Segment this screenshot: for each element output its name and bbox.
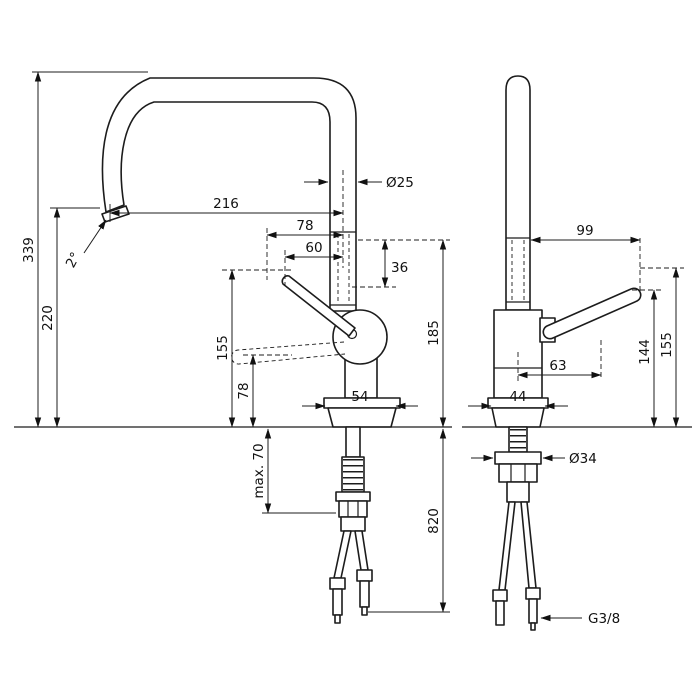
label-base-width: 54: [351, 389, 368, 405]
handle-lever-down-position: [231, 341, 346, 365]
label-counter-max: max. 70: [251, 443, 267, 498]
spout-u-pipe: [101, 77, 357, 312]
label-handle-end-height: 155: [215, 335, 231, 361]
dim-spout-angle-leader: [83, 219, 107, 254]
label-connection-thread: G3/8: [588, 611, 620, 627]
label-spout-reach: 216: [213, 196, 239, 212]
handle-lever: [281, 275, 356, 337]
hose-fitting-tip: [334, 614, 341, 624]
side-supply-hose: [520, 501, 537, 589]
side-hose-fitting-barrel: [528, 598, 538, 624]
side-hose-fitting-nut: [492, 589, 508, 602]
label-escutcheon-diameter: Ø34: [569, 451, 597, 467]
side-view-dimensions: 99 63 144 155 44 Ø34 G3/8: [468, 223, 684, 627]
label-hose-length: 820: [426, 508, 442, 534]
side-base-skirt: [491, 407, 545, 428]
side-hose-fitting-barrel: [495, 600, 505, 626]
label-handle-end-height-side: 155: [659, 332, 675, 358]
mounting-washer: [335, 491, 371, 502]
label-spout-diameter: Ø25: [386, 175, 414, 191]
side-supply-hose: [498, 501, 516, 591]
label-handle-length: 99: [576, 223, 593, 239]
supply-hose: [333, 530, 352, 579]
shank-rod: [345, 426, 361, 458]
supply-hose: [354, 530, 369, 571]
label-total-height: 339: [21, 237, 37, 263]
side-riser-pipe: [505, 75, 531, 311]
side-view-faucet: [462, 75, 692, 631]
side-hose-fitting-tip: [530, 622, 536, 631]
hose-fitting-barrel: [359, 580, 370, 608]
side-hose-manifold: [506, 481, 530, 503]
label-upper-section-height: 185: [426, 320, 442, 346]
front-view-dimensions: Ø25 216 78 60 36 339 220 155 78 185 54: [21, 71, 450, 613]
hose-fitting-nut: [356, 569, 373, 582]
label-riser-offset: 36: [391, 260, 408, 276]
label-handle-reach: 78: [296, 218, 313, 234]
front-view-faucet: [14, 77, 452, 624]
hose-manifold: [340, 516, 366, 532]
label-handle-reach-inner: 60: [305, 240, 322, 256]
label-spout-outlet-height: 220: [40, 305, 56, 331]
base-skirt: [327, 407, 397, 428]
hose-fitting-nut: [329, 577, 346, 590]
threaded-shank: [341, 456, 365, 493]
escutcheon-flange: [494, 451, 542, 465]
label-handle-down-height: 78: [236, 382, 252, 399]
hose-fitting-barrel: [332, 588, 343, 616]
label-handle-pivot-height: 144: [637, 339, 653, 365]
hose-fitting-tip: [361, 606, 368, 616]
side-mounting-nut: [498, 463, 538, 483]
side-handle-lever: [542, 287, 642, 340]
label-base-depth: 44: [509, 389, 526, 405]
label-handle-pivot-offset: 63: [549, 358, 566, 374]
label-spout-angle: 2°: [63, 250, 84, 271]
mounting-nut: [338, 500, 368, 518]
side-hose-fitting-nut: [525, 587, 541, 600]
